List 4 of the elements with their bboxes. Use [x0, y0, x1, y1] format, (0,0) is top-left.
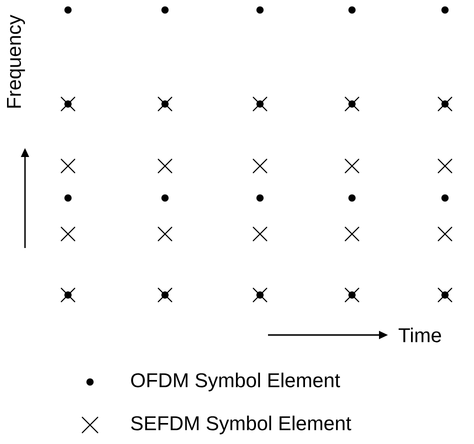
legend-text: OFDM Symbol Element	[131, 372, 340, 392]
legend-text: SEFDM Symbol Element	[131, 416, 352, 434]
axis-label: Frequency	[7, 14, 25, 108]
axis-label: Time	[398, 328, 441, 342]
